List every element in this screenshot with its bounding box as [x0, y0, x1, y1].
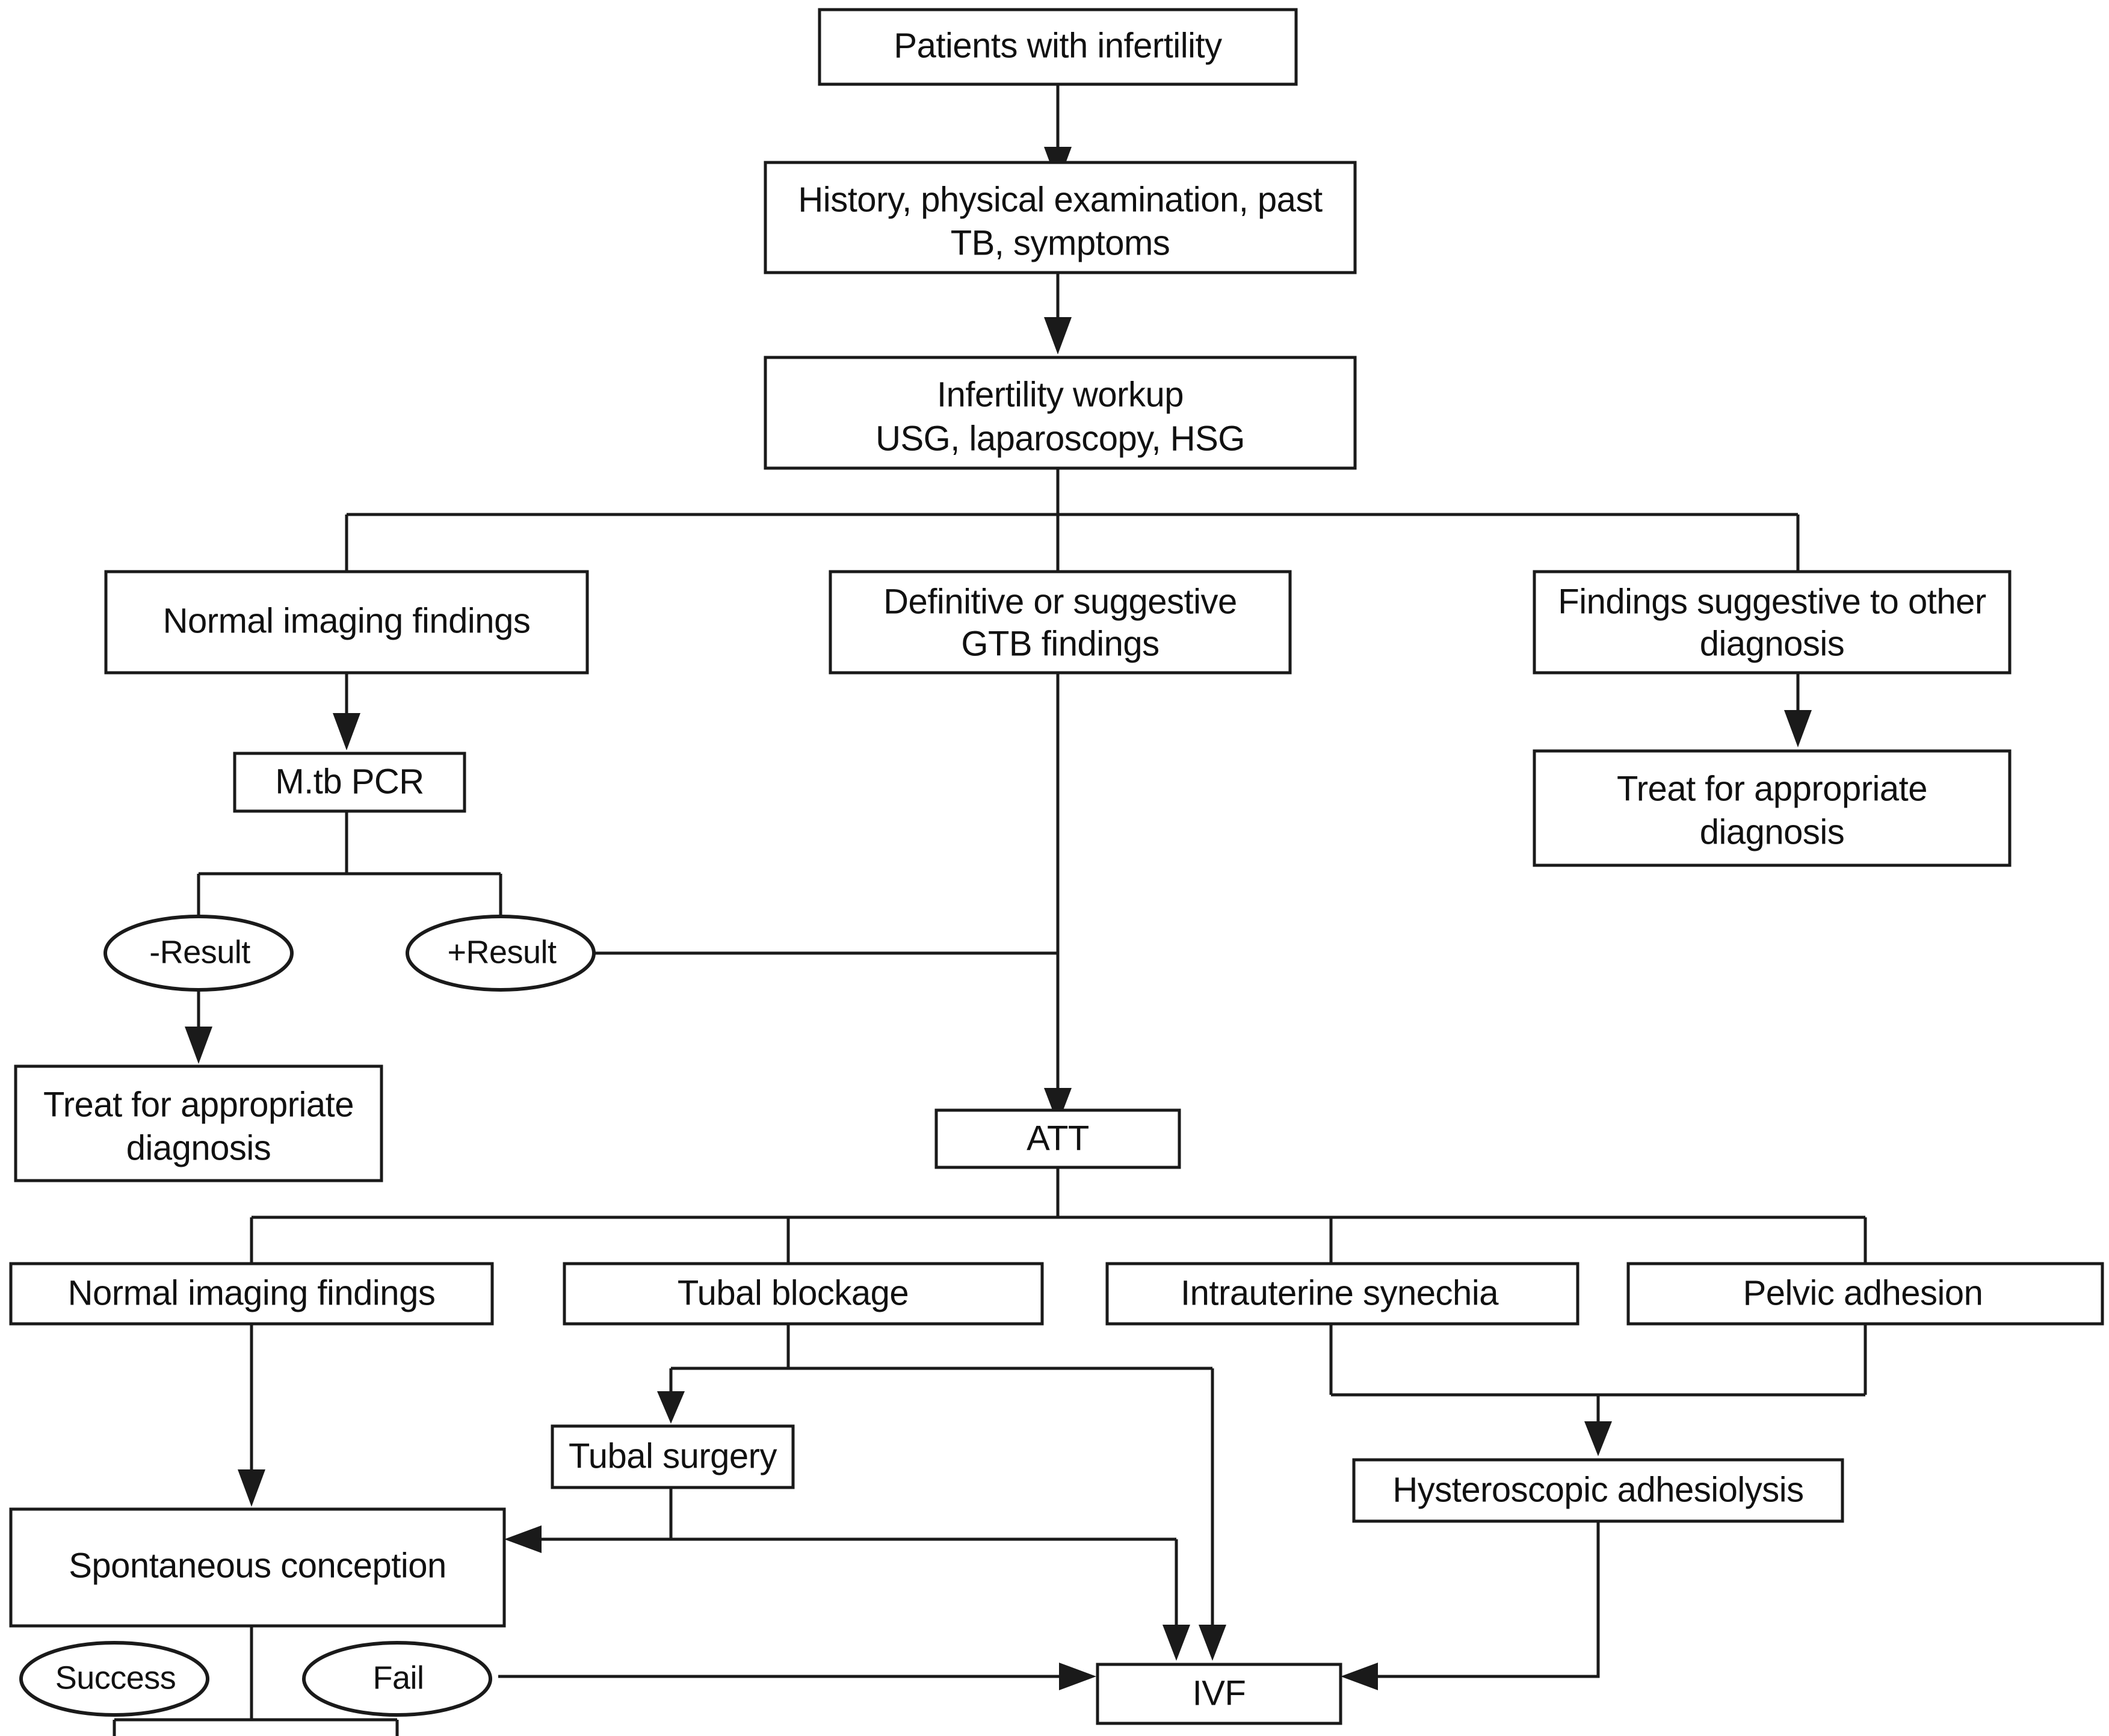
node-label-ivf: IVF [1193, 1673, 1246, 1713]
node-success[interactable]: Success [19, 1641, 209, 1717]
node-label-treat-left-line1: Treat for appropriate [43, 1085, 354, 1124]
node-treat-appropriate-diagnosis-right[interactable]: Treat for appropriate diagnosis [1533, 749, 2012, 867]
node-label-normal-imaging-findings-top: Normal imaging findings [163, 601, 531, 640]
arrowhead-hysteroscopic [1584, 1421, 1612, 1456]
node-label-tubal-blockage: Tubal blockage [678, 1273, 909, 1312]
arrowhead-tubal-surgery [657, 1391, 685, 1424]
node-label-patients-with-infertility: Patients with infertility [894, 26, 1222, 65]
node-mtb-pcr[interactable]: M.tb PCR [233, 752, 466, 813]
node-gtb-findings[interactable]: Definitive or suggestive GTB findings [829, 570, 1292, 675]
node-label-history-line1: History, physical examination, past [798, 180, 1323, 219]
node-label-tubal-surgery: Tubal surgery [569, 1436, 777, 1475]
node-tubal-surgery[interactable]: Tubal surgery [551, 1424, 795, 1489]
arrowhead-spontaneous-top [238, 1469, 265, 1507]
node-positive-result[interactable]: +Result [406, 915, 596, 992]
node-label-fail: Fail [372, 1660, 424, 1696]
node-att[interactable]: ATT [934, 1108, 1181, 1169]
node-normal-imaging-findings-top[interactable]: Normal imaging findings [104, 570, 589, 675]
node-treat-appropriate-diagnosis-left[interactable]: Treat for appropriate diagnosis [14, 1064, 383, 1182]
arrowhead-workup [1044, 317, 1072, 354]
arrowhead-ivf-top-right [1199, 1625, 1226, 1661]
node-label-spontaneous-conception: Spontaneous conception [69, 1546, 446, 1585]
arrowhead-spontaneous-right [504, 1525, 542, 1553]
arrowhead-treat-left [185, 1027, 212, 1064]
node-label-att: ATT [1027, 1119, 1089, 1158]
node-pelvic-adhesion[interactable]: Pelvic adhesion [1626, 1262, 2104, 1326]
node-fail[interactable]: Fail [302, 1641, 492, 1717]
node-patients-with-infertility[interactable]: Patients with infertility [818, 8, 1298, 86]
node-label-positive-result: +Result [447, 934, 557, 970]
node-intrauterine-synechia[interactable]: Intrauterine synechia [1105, 1262, 1579, 1326]
arrowhead-treat-right [1784, 710, 1812, 747]
arrowhead-ivf-right [1341, 1663, 1378, 1690]
arrowhead-pcr [333, 713, 360, 750]
arrowhead-att [1044, 1088, 1072, 1124]
edge-hysteroscopic-to-ivf [1378, 1521, 1600, 1678]
arrowhead-ivf-left [1059, 1663, 1096, 1690]
node-label-mtb-pcr: M.tb PCR [275, 762, 424, 801]
node-label-hysteroscopic-adhesiolysis: Hysteroscopic adhesiolysis [1392, 1470, 1803, 1509]
node-label-negative-result: -Result [149, 934, 250, 970]
node-label-history-line2: TB, symptoms [951, 223, 1170, 262]
node-label-workup-line1: Infertility workup [937, 375, 1184, 414]
node-label-normal-imaging-findings-bottom: Normal imaging findings [68, 1273, 436, 1312]
node-label-other-dx-line1: Findings suggestive to other [1558, 582, 1986, 621]
node-hysteroscopic-adhesiolysis[interactable]: Hysteroscopic adhesiolysis [1352, 1458, 1844, 1523]
node-label-treat-right-line1: Treat for appropriate [1617, 769, 1927, 808]
node-label-gtb-line2: GTB findings [961, 624, 1159, 663]
node-label-pelvic-adhesion: Pelvic adhesion [1743, 1273, 1983, 1312]
node-label-workup-line2: USG, laparoscopy, HSG [875, 419, 1245, 458]
node-other-diagnosis-findings[interactable]: Findings suggestive to other diagnosis [1533, 570, 2012, 675]
node-negative-result[interactable]: -Result [103, 915, 294, 992]
node-label-success: Success [55, 1660, 176, 1696]
node-label-intrauterine-synechia: Intrauterine synechia [1181, 1273, 1499, 1312]
node-label-other-dx-line2: diagnosis [1700, 624, 1845, 663]
node-ivf[interactable]: IVF [1096, 1663, 1342, 1725]
node-label-gtb-line1: Definitive or suggestive [883, 582, 1237, 621]
node-infertility-workup[interactable]: Infertility workup USG, laparoscopy, HSG [764, 356, 1357, 470]
node-history[interactable]: History, physical examination, past TB, … [764, 161, 1357, 274]
edge-layer [113, 84, 1867, 1736]
node-spontaneous-conception[interactable]: Spontaneous conception [9, 1507, 506, 1628]
node-tubal-blockage[interactable]: Tubal blockage [563, 1262, 1044, 1326]
node-label-treat-right-line2: diagnosis [1700, 812, 1845, 851]
node-label-treat-left-line2: diagnosis [126, 1128, 271, 1167]
arrowhead-ivf-top-left [1163, 1625, 1190, 1661]
node-normal-imaging-findings-bottom[interactable]: Normal imaging findings [9, 1262, 494, 1326]
node-layer: Patients with infertility History, physi… [9, 8, 2104, 1725]
